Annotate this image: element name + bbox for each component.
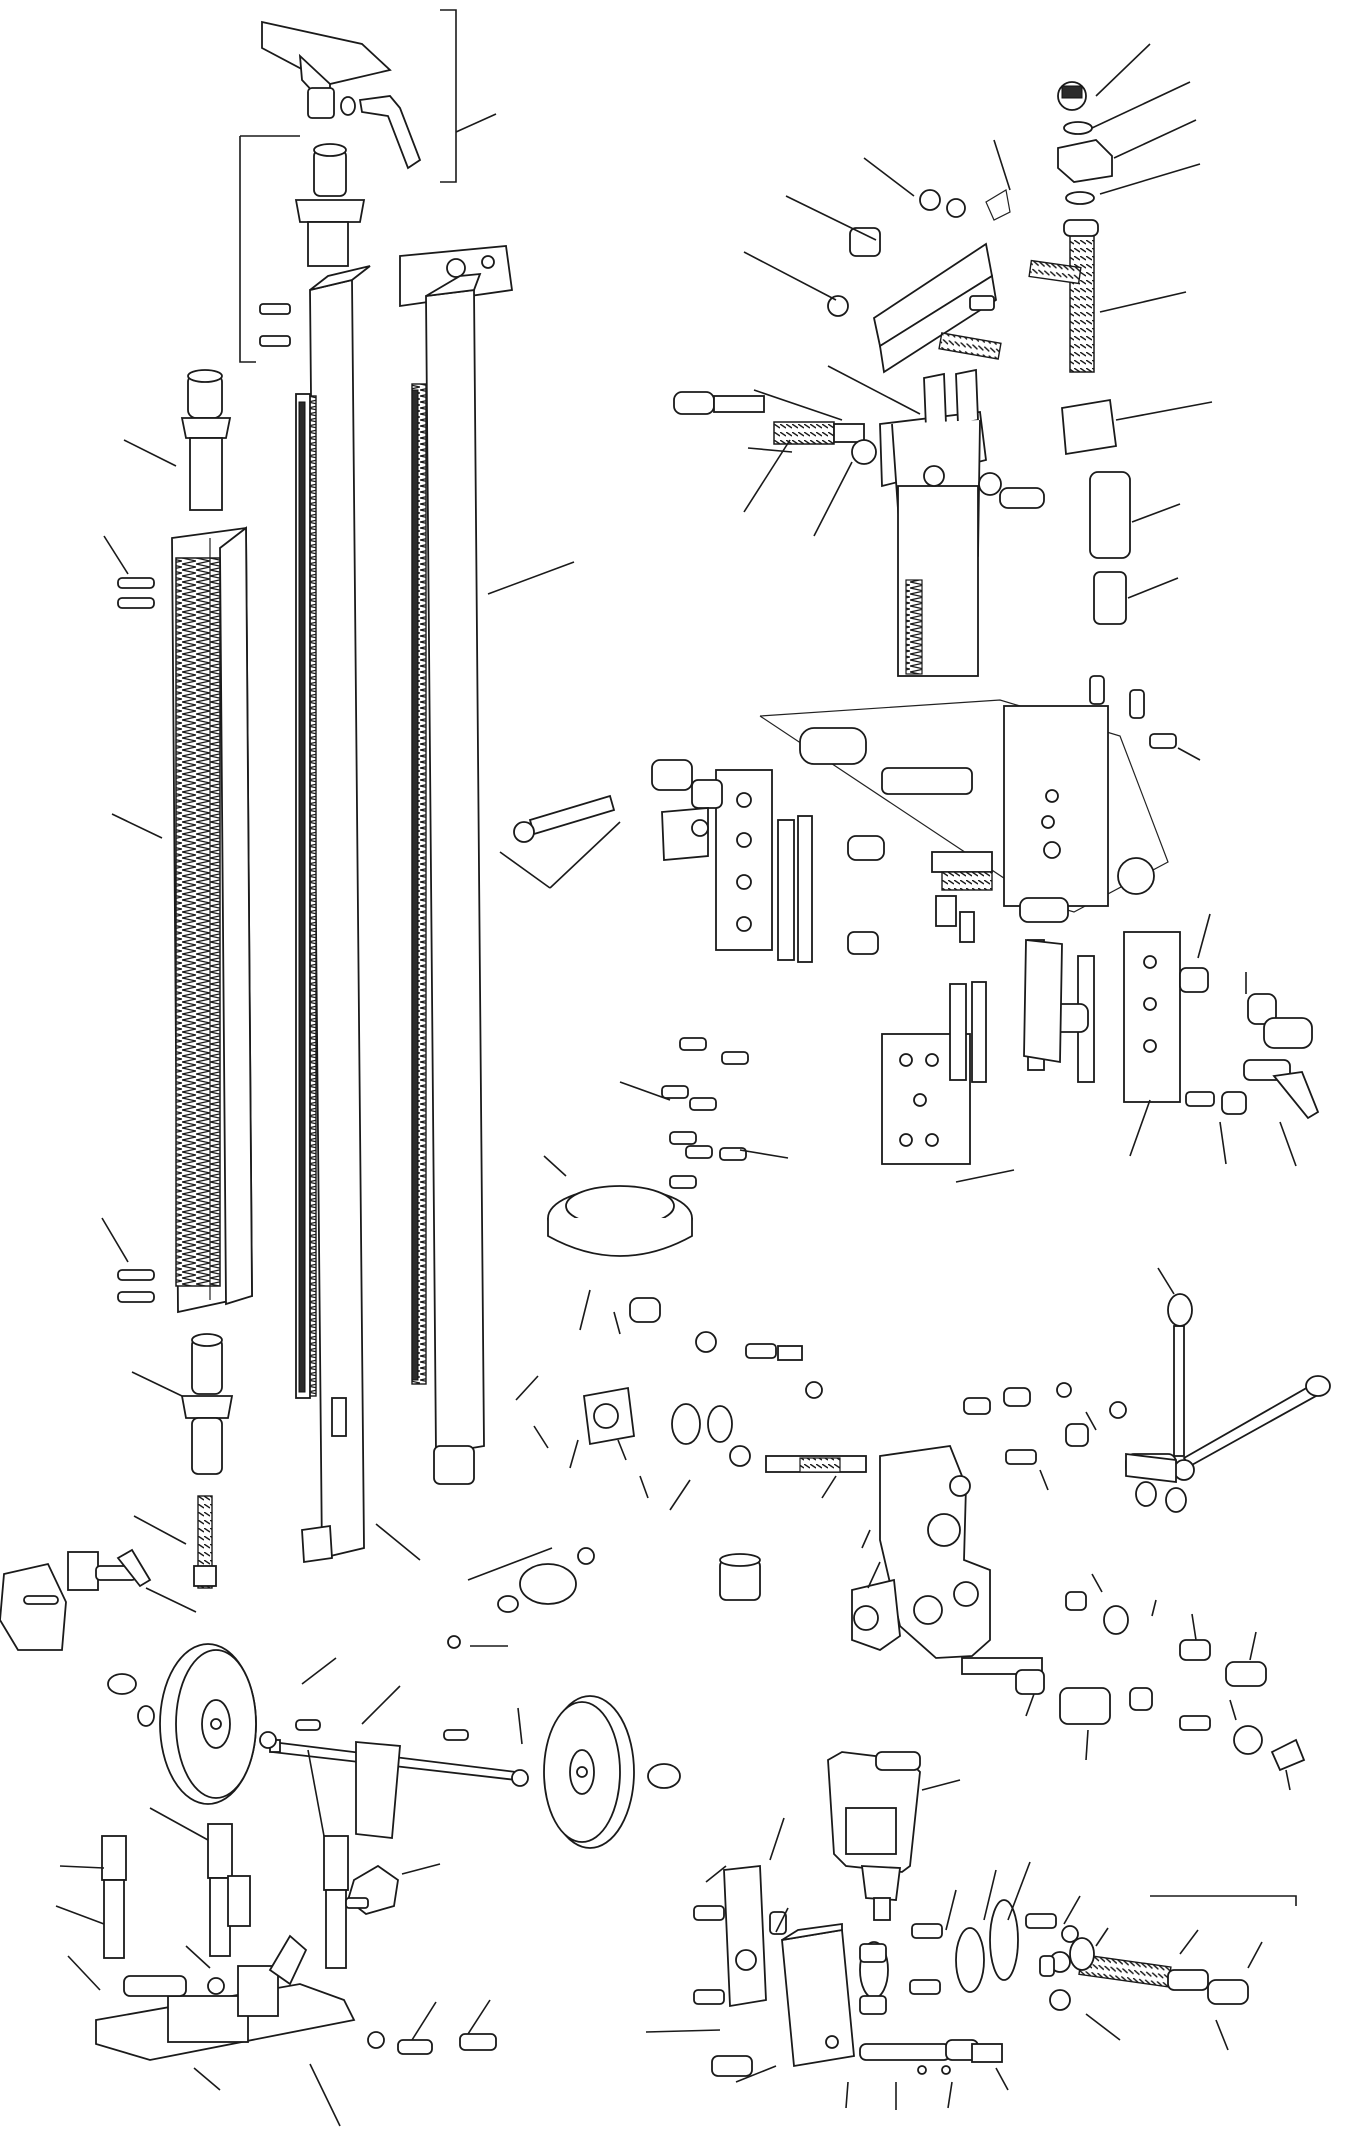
base-assembly xyxy=(55,1749,497,2127)
gear-housing-top xyxy=(879,368,1045,677)
upper-feed-assembly xyxy=(673,43,1213,677)
right-tube xyxy=(399,245,575,1485)
wheel-kit xyxy=(0,1548,681,1849)
feed-leader-lines xyxy=(1091,43,1213,599)
loose-screws xyxy=(619,1037,789,1189)
top-spindle-coupler xyxy=(239,135,366,363)
carriage-plates xyxy=(499,675,1320,1183)
wheel-leader-lines xyxy=(301,1657,523,1745)
pinion-shaft-top xyxy=(673,365,921,537)
left-rack-column xyxy=(101,369,253,1589)
handle-grip xyxy=(543,1155,693,1257)
rack-screws-upper xyxy=(103,535,155,609)
gearbox-parts xyxy=(447,1267,1331,1791)
cap-screws-top-right xyxy=(1089,675,1201,761)
rack-screws-lower xyxy=(101,1217,155,1303)
bracket-arm xyxy=(743,139,1082,374)
lower-feed-module xyxy=(645,1751,1297,2110)
gearbox-leader-lines xyxy=(515,1289,1291,1791)
center-tube xyxy=(295,265,421,1564)
base-leader-lines xyxy=(55,1749,491,2127)
lower-feed-leader-lines xyxy=(645,1817,1263,2110)
top-handle-assembly xyxy=(261,9,497,183)
